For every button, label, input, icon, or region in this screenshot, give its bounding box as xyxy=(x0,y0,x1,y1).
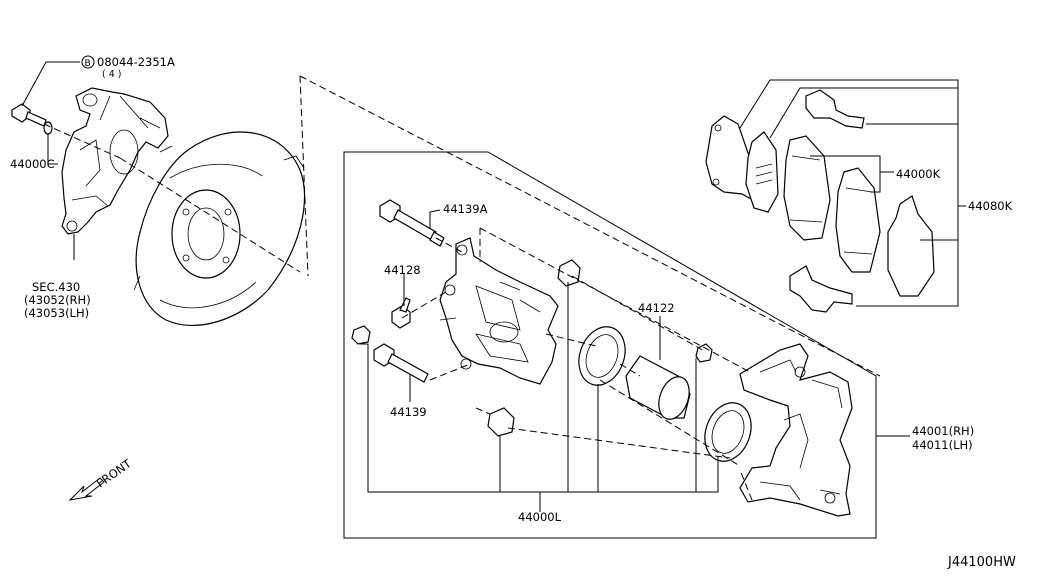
diagram-id-label: J44100HW xyxy=(947,555,1016,570)
brake-pad-inner xyxy=(835,167,881,273)
guide-pin-bolt-a xyxy=(379,199,445,247)
leader-lines xyxy=(21,61,966,512)
lock-washer xyxy=(43,121,53,135)
brake-pad-outer xyxy=(783,135,831,241)
backing-plate xyxy=(133,131,306,327)
pad-hardware-label: 44080K xyxy=(968,199,1013,213)
knuckle-rh-label: (43052(RH) xyxy=(24,293,91,307)
caliper-rh-label: 44001(RH) xyxy=(912,424,974,438)
caliper-body xyxy=(439,237,559,385)
seal-kit-label: 44000L xyxy=(518,510,562,524)
pad-wear-shim xyxy=(745,131,779,213)
pin-bolt-a-label: 44139A xyxy=(443,202,488,216)
guide-boot-lower xyxy=(487,407,515,437)
front-label: FRONT xyxy=(94,456,135,491)
bolt-spec-label: 08044-2351A xyxy=(97,55,175,69)
bleeder-label: 44128 xyxy=(384,263,421,277)
knuckle-lh-label: (43053(LH) xyxy=(24,306,89,320)
inner-shim xyxy=(887,195,935,297)
pad-retainer-clip xyxy=(805,89,865,129)
caliper-lh-label: 44011(LH) xyxy=(912,438,973,452)
dust-boot xyxy=(704,402,752,462)
guide-boot-upper xyxy=(557,259,581,287)
piston-seal xyxy=(578,326,626,386)
piston-label: 44122 xyxy=(638,301,675,315)
piston-boot xyxy=(695,343,713,363)
pad-retainer-lower xyxy=(789,265,853,313)
bolt-marker-label: B xyxy=(85,59,91,69)
sec-ref-label: SEC.430 xyxy=(32,280,80,294)
bolt-marker-badge: B xyxy=(81,55,95,69)
washer-label: 44000C xyxy=(10,157,55,171)
guide-pin-bolt xyxy=(373,343,429,383)
bleeder-cap xyxy=(351,325,371,345)
pad-kit-label: 44000K xyxy=(896,167,941,181)
knuckle-bracket xyxy=(61,87,169,235)
bolt-qty-label: ( 4 ) xyxy=(102,69,122,80)
piston xyxy=(625,355,691,420)
pin-bolt-label: 44139 xyxy=(390,405,427,419)
caliper-assembly-box xyxy=(343,151,877,539)
mounting-bolt xyxy=(11,103,47,127)
bleeder-screw xyxy=(391,297,411,329)
front-arrow-icon xyxy=(68,477,105,501)
caliper-mounting-bracket xyxy=(739,343,853,517)
